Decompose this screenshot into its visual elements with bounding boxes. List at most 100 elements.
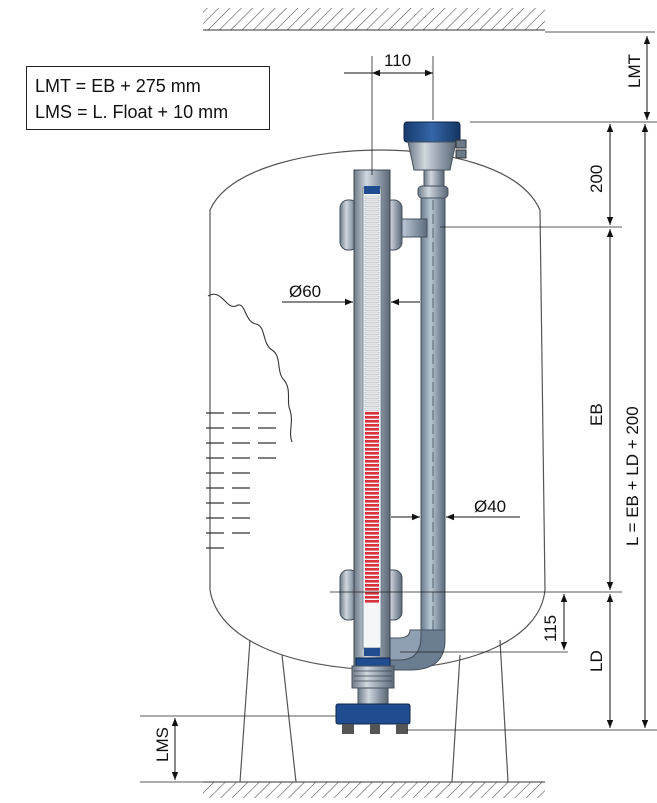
flap-white: [364, 211, 380, 215]
flap-white: [364, 311, 380, 315]
flap-red: [365, 584, 379, 587]
flap-red: [365, 448, 379, 451]
formula-lmt: LMT = EB + 275 mm: [35, 76, 201, 96]
dim-dia40-label: Ø40: [474, 497, 506, 516]
flap-white: [364, 243, 380, 247]
transmitter-head: [403, 121, 467, 199]
flap-white: [364, 367, 380, 371]
flap-red: [365, 548, 379, 551]
flap-red: [365, 596, 379, 599]
flap-white: [364, 275, 380, 279]
drain-assembly: [335, 657, 411, 734]
flap-red: [365, 460, 379, 463]
flap-white: [364, 335, 380, 339]
flap-red: [365, 532, 379, 535]
flap-red: [365, 416, 379, 419]
flap-white: [364, 231, 380, 235]
flap-white: [364, 339, 380, 343]
flap-red: [365, 496, 379, 499]
flap-white: [364, 227, 380, 231]
dim-total-label: L = EB + LD + 200: [623, 406, 642, 546]
formula-box: LMT = EB + 275 mm LMS = L. Float + 10 mm: [26, 66, 270, 130]
flap-white: [364, 247, 380, 251]
flap-white: [364, 403, 380, 407]
flap-red: [365, 492, 379, 495]
flap-white: [364, 195, 380, 199]
flap-white: [364, 359, 380, 363]
dim-dia60-label: Ø60: [289, 282, 321, 301]
flap-red: [365, 552, 379, 555]
flap-white: [364, 295, 380, 299]
flap-white: [364, 287, 380, 291]
flap-red: [365, 432, 379, 435]
flap-red: [365, 444, 379, 447]
dim-200-label: 200: [587, 165, 606, 193]
flap-red: [365, 484, 379, 487]
dim-ld-label: LD: [587, 650, 606, 672]
flap-white: [364, 375, 380, 379]
flap-white: [364, 407, 380, 411]
flap-red: [365, 472, 379, 475]
flap-red: [365, 588, 379, 591]
flap-white: [364, 319, 380, 323]
flap-red: [365, 572, 379, 575]
dim-eb-label: EB: [587, 403, 606, 426]
flap-white: [364, 399, 380, 403]
flap-white: [364, 271, 380, 275]
flap-white: [364, 351, 380, 355]
flap-red: [365, 524, 379, 527]
flap-red: [365, 544, 379, 547]
extension-lines: [140, 31, 657, 783]
flap-white: [364, 279, 380, 283]
dim-115-label: 115: [541, 615, 560, 642]
flap-red: [365, 528, 379, 531]
flap-white: [364, 283, 380, 287]
flap-red: [365, 580, 379, 583]
flap-white: [364, 251, 380, 255]
flap-red: [365, 464, 379, 467]
dimension-lines: [171, 36, 651, 780]
flap-white: [364, 387, 380, 391]
dim-110-label: 110: [384, 51, 411, 70]
flap-red: [365, 520, 379, 523]
flap-white: [364, 215, 380, 219]
floor-hatch: [203, 781, 545, 798]
flap-white: [364, 323, 380, 327]
flap-red: [365, 556, 379, 559]
flap-red: [365, 468, 379, 471]
flap-white: [364, 307, 380, 311]
dim-lms-label: LMS: [153, 727, 172, 762]
ceiling-hatch: [203, 8, 545, 31]
flap-white: [364, 331, 380, 335]
flap-white: [364, 223, 380, 227]
flap-red: [365, 476, 379, 479]
flap-red: [365, 560, 379, 563]
flap-red: [365, 500, 379, 503]
dim-lmt-label: LMT: [625, 54, 644, 88]
flap-red: [365, 540, 379, 543]
flap-red: [365, 508, 379, 511]
flap-red: [365, 536, 379, 539]
flap-red: [365, 436, 379, 439]
flap-white: [364, 343, 380, 347]
flap-white: [364, 219, 380, 223]
flap-white: [364, 303, 380, 307]
flap-white: [364, 327, 380, 331]
flap-red: [365, 424, 379, 427]
flap-white: [364, 299, 380, 303]
flap-red: [365, 440, 379, 443]
flap-white: [364, 395, 380, 399]
flap-red: [365, 576, 379, 579]
flap-red: [365, 564, 379, 567]
flap-white: [364, 199, 380, 203]
flap-red: [365, 456, 379, 459]
flap-white: [364, 315, 380, 319]
flap-white: [364, 259, 380, 263]
flap-red: [365, 412, 379, 415]
flap-red: [365, 480, 379, 483]
flap-red: [365, 488, 379, 491]
flap-red: [365, 568, 379, 571]
flap-red: [365, 516, 379, 519]
